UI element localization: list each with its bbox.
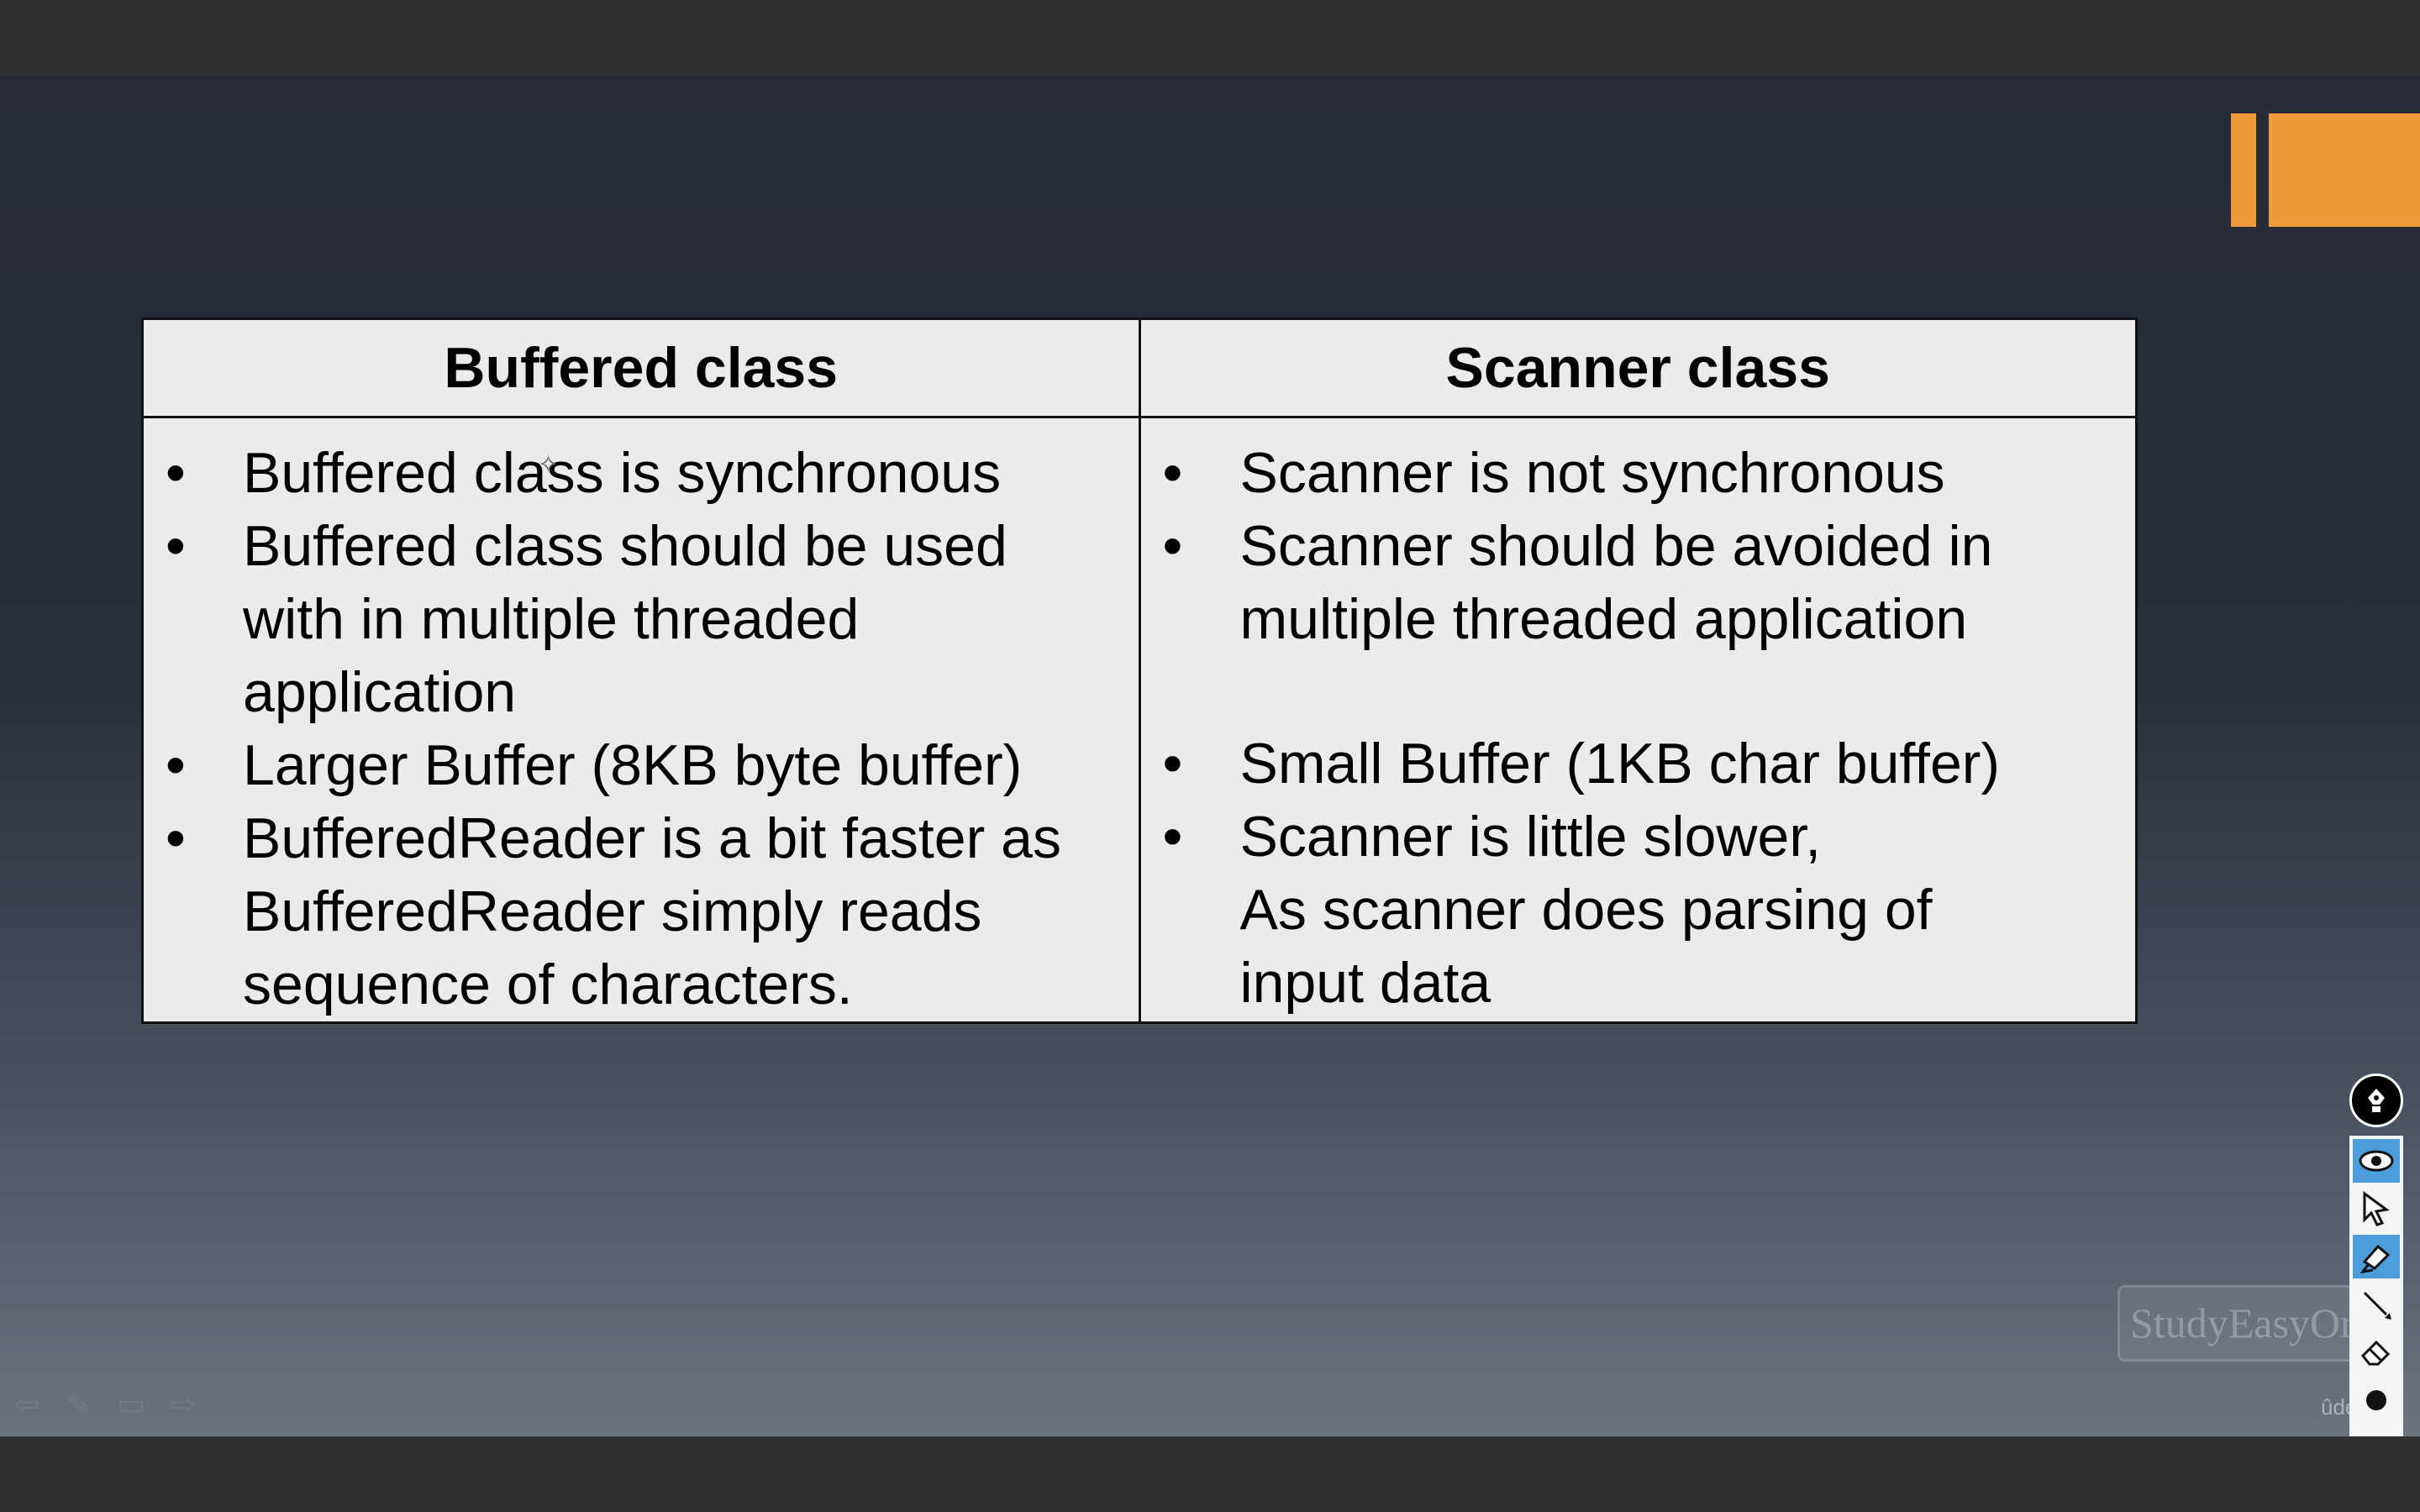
point-line: Buffered class should be used [243, 514, 1007, 578]
list-item: • Scanner is little slower, As scanner d… [1161, 801, 2116, 1020]
list-item: • Scanner should be avoided in multiple … [1161, 510, 2116, 656]
buffered-points-list: • Buffered class is synchronous • Buffer… [164, 437, 1118, 1021]
point-line: BufferedReader is a bit faster as [243, 806, 1061, 870]
presentation-nav-controls: ⇦ ✎ ▭ ⇨ [12, 1387, 198, 1421]
list-item: • BufferedReader is a bit faster as Buff… [164, 802, 1118, 1021]
point-line: Larger Buffer (8KB byte buffer) [243, 733, 1023, 797]
bullet: • [1162, 805, 1183, 869]
table-header-row: Buffered class Scanner class [141, 318, 2138, 418]
scanner-points-list: • Scanner is not synchronous • Scanner s… [1161, 437, 2116, 1020]
point-line: BufferedReader simply reads [243, 879, 982, 943]
bullet: • [166, 441, 186, 505]
point-line: Scanner is not synchronous [1239, 441, 1945, 505]
studyeasy-watermark: StudyEasyOrg [2118, 1285, 2375, 1362]
pen-nib-icon [2368, 1089, 2385, 1112]
list-item: • Scanner is not synchronous [1161, 437, 2116, 510]
top-letterbox-bar [0, 0, 2420, 76]
buffered-class-header: Buffered class [141, 318, 1141, 418]
list-item: • Larger Buffer (8KB byte buffer) [164, 729, 1118, 802]
buffered-points-cell: • Buffered class is synchronous • Buffer… [141, 416, 1141, 1024]
point-line: Scanner should be avoided in [1239, 514, 1993, 578]
comparison-table: Buffered class Scanner class • Buffered … [141, 318, 2138, 1024]
highlighter-icon[interactable] [2353, 1235, 2400, 1278]
bullet: • [166, 806, 186, 870]
list-item: • Buffered class is synchronous [164, 437, 1118, 510]
point-line: with in multiple threaded [243, 587, 860, 651]
pen-icon[interactable]: ✎ [66, 1387, 92, 1421]
list-item: • Buffered class should be used with in … [164, 510, 1118, 729]
eraser-icon[interactable] [2353, 1331, 2400, 1374]
cursor-icon: ✧ [538, 451, 560, 479]
scanner-class-header: Scanner class [1138, 318, 2138, 418]
point-line: As scanner does parsing of [1239, 878, 1933, 942]
pen-toggle-icon[interactable] [2349, 1074, 2403, 1127]
pointer-icon[interactable] [2353, 1187, 2400, 1231]
point-line: sequence of characters. [243, 953, 853, 1016]
point-line: Small Buffer (1KB char buffer) [1239, 732, 2001, 795]
point-line: application [243, 660, 517, 724]
bullet: • [1162, 732, 1183, 795]
annotation-toolbar [2349, 1136, 2403, 1436]
line-icon[interactable] [2353, 1283, 2400, 1326]
bullet: • [1162, 514, 1183, 578]
point-line: Buffered class is synchronous [243, 441, 1002, 505]
bullet: • [1162, 441, 1183, 505]
accent-block [2269, 113, 2420, 227]
scanner-points-cell: • Scanner is not synchronous • Scanner s… [1138, 416, 2138, 1024]
bullet: • [166, 733, 186, 797]
eye-icon[interactable] [2353, 1139, 2400, 1183]
table-row: • Buffered class is synchronous • Buffer… [141, 416, 2138, 1024]
list-item: • Small Buffer (1KB char buffer) [1161, 727, 2116, 801]
slides-icon[interactable]: ▭ [116, 1387, 145, 1421]
point-line: multiple threaded application [1239, 587, 1968, 651]
forward-arrow-icon[interactable]: ⇨ [170, 1387, 197, 1421]
point-line: input data [1239, 951, 1491, 1015]
dot-icon[interactable] [2353, 1378, 2400, 1422]
back-arrow-icon[interactable]: ⇦ [13, 1387, 40, 1421]
bullet: • [166, 514, 186, 578]
bottom-letterbox-bar [0, 1436, 2420, 1512]
point-line: Scanner is little slower, [1239, 805, 1822, 869]
accent-stripe [2231, 113, 2256, 227]
